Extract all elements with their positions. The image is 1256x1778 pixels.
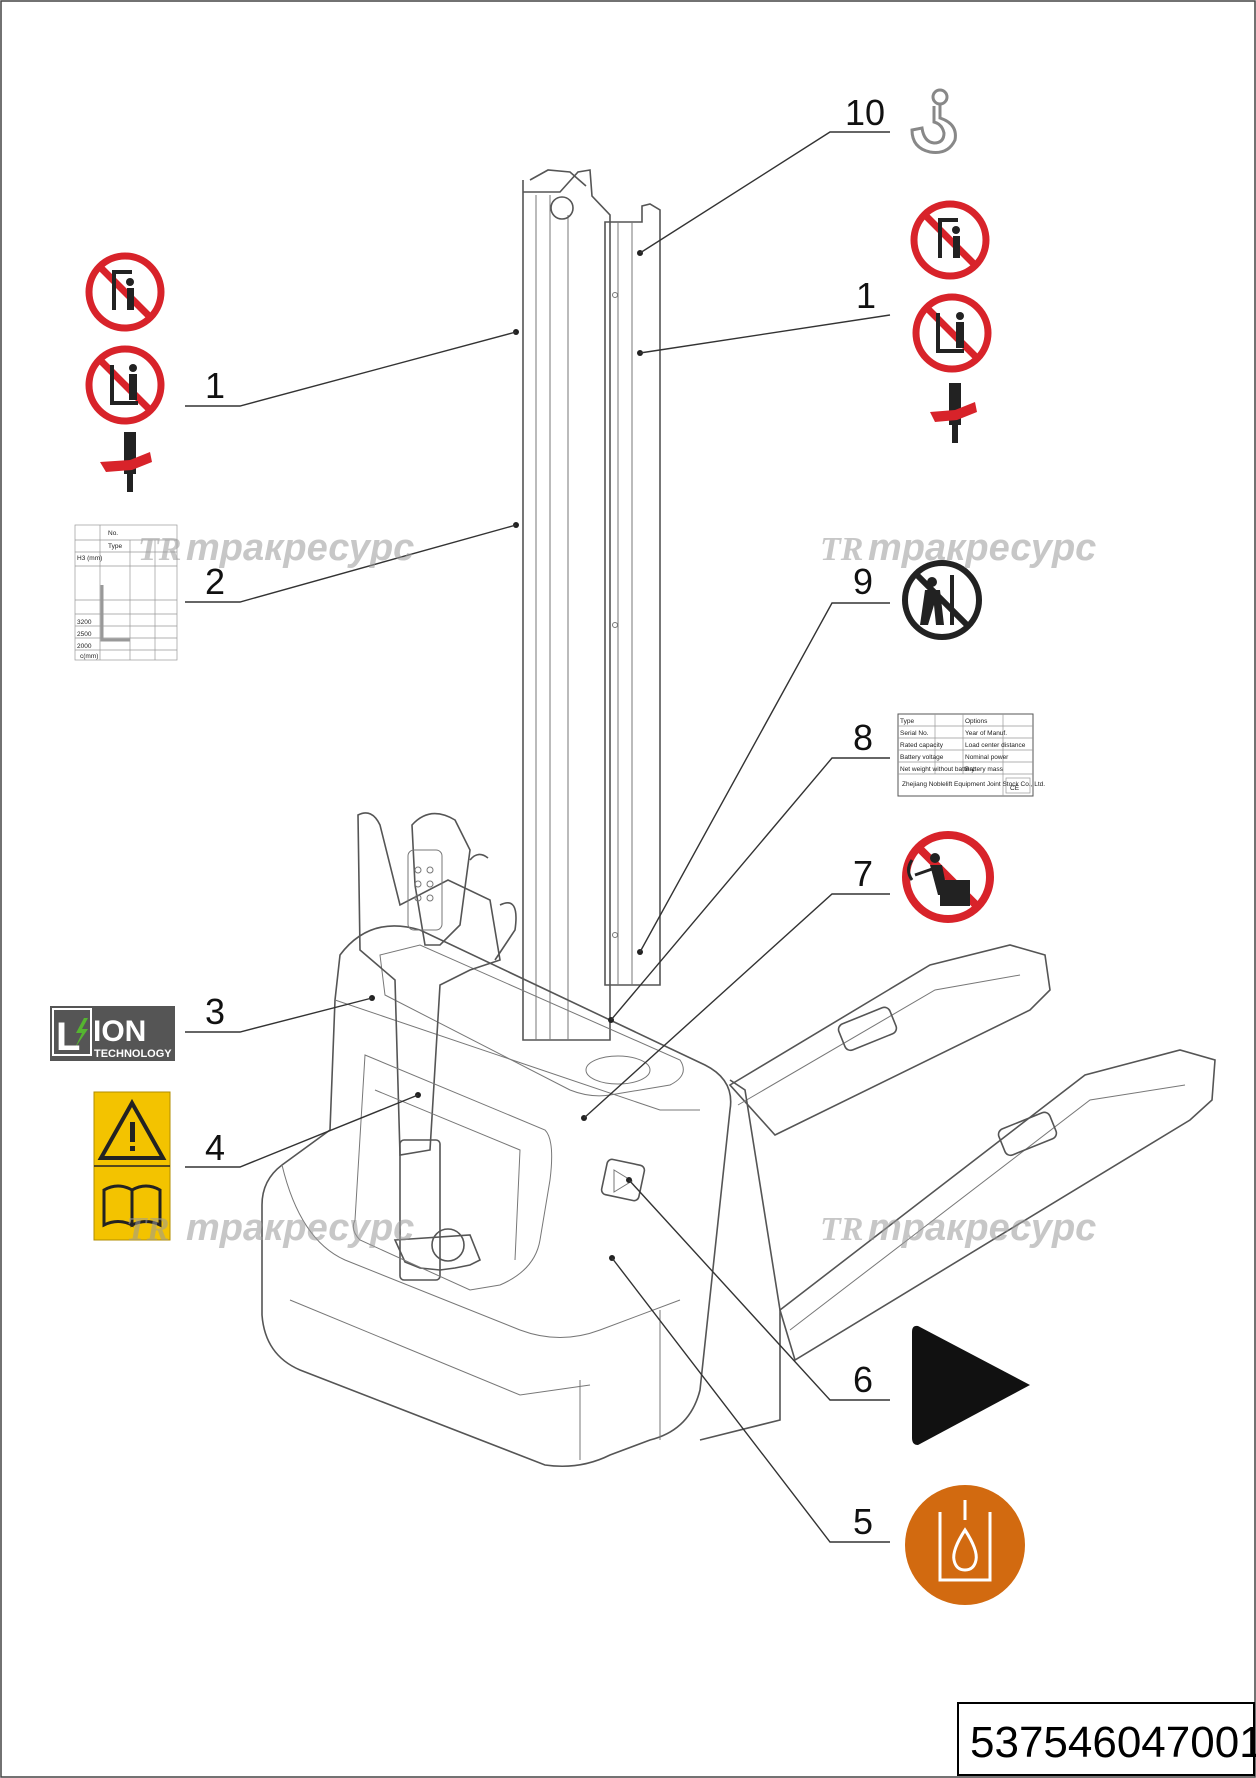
no-standing-under-forks-icon [85,252,165,332]
nameplate-cell: Nominal power [965,754,1009,761]
table-row-1: 3200 [77,619,92,626]
watermark-logo: TR [138,531,181,568]
nameplate-cell: Net weight without battery [900,766,976,773]
lion-letter: L [56,1015,80,1059]
table-footer: c(mm) [80,653,98,660]
callout-2: 2 [205,561,225,602]
nameplate-cell: Type [900,718,914,725]
watermark-text: тракресурс [868,1207,1096,1249]
nameplate-cell: Battery mass [965,766,1004,773]
no-riding-on-forks-icon-right [912,293,992,373]
callout-1-right: 1 [856,275,876,316]
watermark-left-bottom: TR тракресурс [126,1207,414,1249]
hand-pinch-hazard-icon-right [930,383,977,443]
callout-4: 4 [205,1127,225,1168]
nameplate-maker: Zhejiang Noblelift Equipment Joint Stock… [902,781,1045,788]
callout-6: 6 [853,1359,873,1400]
direction-arrow-icon [912,1325,1030,1445]
nameplate-cell: Rated capacity [900,742,944,749]
table-left-header: H3 (mm) [77,555,102,562]
no-passenger-icon [902,831,994,923]
callout-3: 3 [205,991,225,1032]
hydraulic-oil-icon [905,1485,1025,1605]
nameplate-cell: Battery voltage [900,754,944,761]
nameplate-cell: Serial No. [900,730,929,737]
no-riding-on-forks-icon [85,345,165,425]
truck-body [261,812,781,1468]
callout-5: 5 [853,1501,873,1542]
warning-read-manual-label [93,1091,171,1241]
leader-lines [185,131,891,1543]
lion-sub: TECHNOLOGY [94,1048,172,1060]
nameplate-cell: Year of Manuf. [965,730,1007,737]
callout-8: 8 [853,717,873,758]
lion-word: ION [93,1015,146,1048]
watermark-right-top: TR тракресурс [820,527,1096,569]
watermark-logo: TR [126,1211,169,1248]
callout-10: 10 [845,92,885,133]
nameplate-cell: Load center distance [965,742,1026,749]
watermark-left-top: TR тракресурс [138,527,414,569]
forks [728,944,1216,1362]
hand-pinch-hazard-icon [100,432,152,492]
watermark-text: тракресурс [868,527,1096,569]
watermark-logo: TR [820,531,863,568]
watermark-text: тракресурс [186,527,414,569]
lifting-hook-icon [910,88,957,154]
table-row-2: 2500 [77,631,92,638]
no-standing-under-forks-icon-right [910,200,990,280]
part-number: 537546047001 [970,1718,1256,1767]
table-row-3: 2000 [77,643,92,650]
stacker-machine-drawing [261,169,1216,1468]
ce-mark: CE [1010,785,1020,792]
table-header-type: Type [108,543,122,550]
table-header-no: No. [108,530,118,537]
watermark-right-bottom: TR тракресурс [820,1207,1096,1249]
callout-7: 7 [853,853,873,894]
callout-1-left: 1 [205,365,225,406]
callout-9: 9 [853,561,873,602]
part-number-box: 537546047001 [957,1702,1256,1776]
watermark-logo: TR [820,1211,863,1248]
callout-numbers: 10 1 1 2 9 8 7 3 4 6 5 [205,92,885,1542]
nameplate-cell: Options [965,718,988,725]
load-capacity-chart-label: No. Type H3 (mm) 3200 2500 2000 c(mm) [74,524,178,661]
lion-technology-label: L ION TECHNOLOGY [50,1006,175,1061]
no-person-near-mast-icon [902,560,982,640]
watermark-text: тракресурс [186,1207,414,1249]
